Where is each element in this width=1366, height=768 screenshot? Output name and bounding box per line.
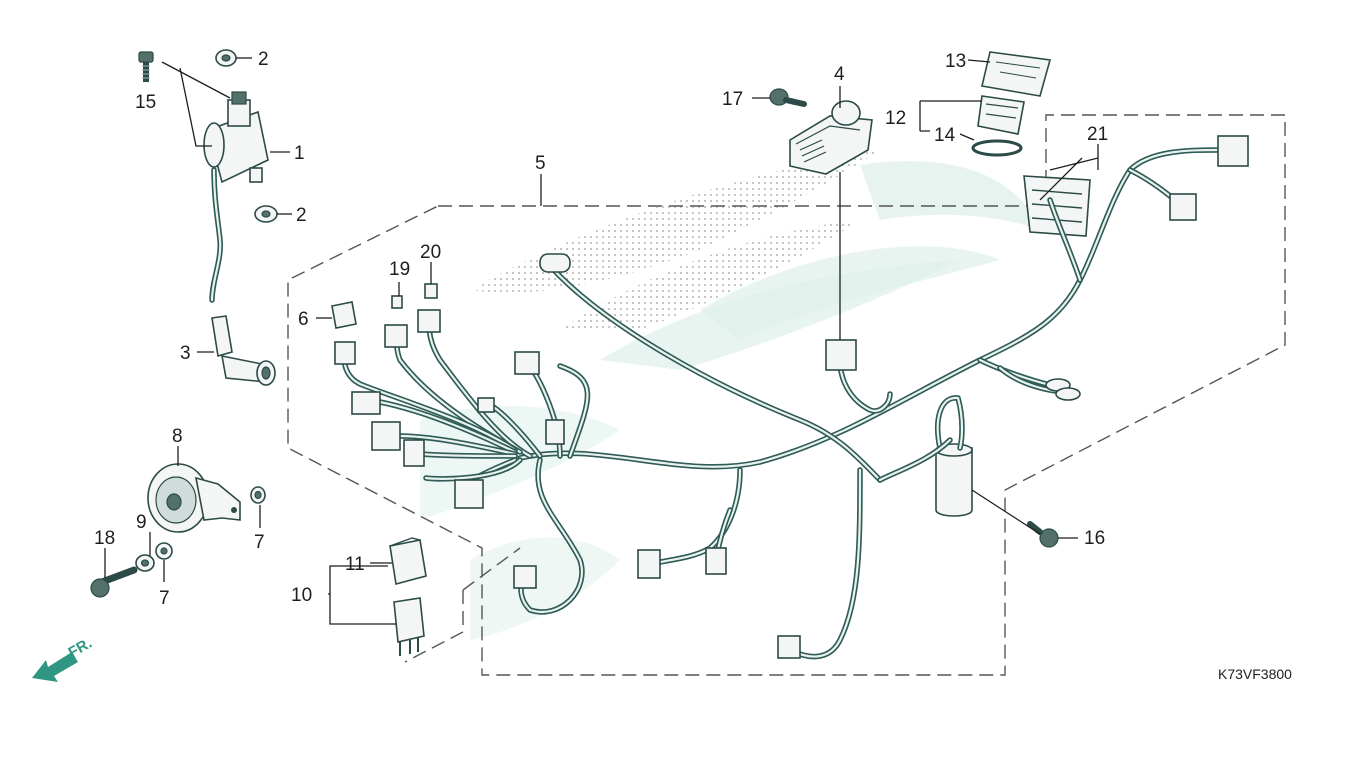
relay-boundary-dashed <box>404 547 521 663</box>
callout-13: 13 <box>945 51 966 72</box>
callout-17: 17 <box>722 89 743 110</box>
callout-15: 15 <box>135 92 156 113</box>
connector-cover <box>331 301 357 329</box>
spark-plug-cap <box>211 315 276 386</box>
fuse-box <box>977 95 1025 135</box>
terminal-clip-20 <box>424 283 438 299</box>
callout-10: 10 <box>291 585 312 606</box>
horn-bolt <box>90 566 138 598</box>
relay-lower <box>393 597 425 656</box>
front-direction-arrow: FR. <box>32 635 95 682</box>
callout-19: 19 <box>389 259 410 280</box>
callout-7-right: 7 <box>254 532 265 553</box>
harness-connectors <box>334 135 1249 659</box>
callout-2-lower: 2 <box>296 205 307 226</box>
horn <box>147 463 241 533</box>
callout-9: 9 <box>136 512 147 533</box>
terminal-clip-19 <box>391 295 403 309</box>
callout-20: 20 <box>420 242 441 263</box>
cover-bolt <box>769 88 807 107</box>
callout-8: 8 <box>172 426 183 447</box>
callout-21: 21 <box>1087 124 1108 145</box>
callout-labels: 15 2 1 2 3 6 19 20 5 4 17 13 12 14 21 16… <box>94 49 1108 609</box>
fuse-box-seal <box>971 139 1023 157</box>
fuse-box-lid <box>981 51 1052 97</box>
ignition-coil <box>203 91 269 303</box>
callout-1: 1 <box>294 143 305 164</box>
wing-logo-watermark <box>420 150 1040 640</box>
callout-4: 4 <box>834 64 845 85</box>
horn-nut <box>135 554 155 572</box>
callout-2-upper: 2 <box>258 49 269 70</box>
leader-lines <box>104 57 1099 625</box>
relay-upper <box>389 537 427 586</box>
callout-16: 16 <box>1084 528 1105 549</box>
callout-6: 6 <box>298 309 309 330</box>
washer-lower <box>155 542 173 560</box>
washer-upper <box>250 486 266 504</box>
terminal-cover <box>789 100 873 175</box>
callout-14: 14 <box>934 125 956 146</box>
nut-lower <box>254 205 278 223</box>
callout-3: 3 <box>180 343 191 364</box>
callout-11: 11 <box>345 554 365 575</box>
ignition-coil-bolt <box>138 51 154 82</box>
main-wire-harness <box>341 147 1223 660</box>
callout-7-left: 7 <box>159 588 170 609</box>
condenser <box>935 395 973 517</box>
nut-upper <box>215 49 237 67</box>
drawing-code: K73VF3800 <box>1218 666 1292 682</box>
callout-12: 12 <box>885 108 906 129</box>
callout-18: 18 <box>94 528 115 549</box>
harness-boundary-dashed <box>287 114 1286 676</box>
condenser-bolt <box>1027 521 1059 548</box>
callout-5: 5 <box>535 153 546 174</box>
